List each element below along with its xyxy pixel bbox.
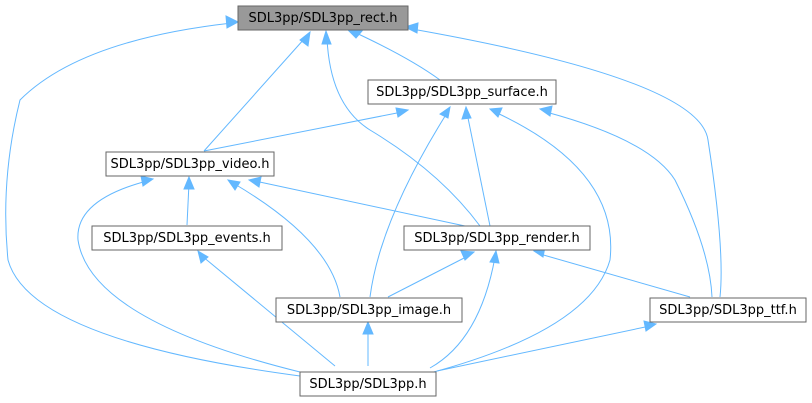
- edge-video-image: [226, 179, 341, 298]
- edges-layer: [5, 15, 722, 377]
- node-render-label: SDL3pp/SDL3pp_render.h: [414, 231, 580, 246]
- edge-rect-ttf: [403, 22, 722, 298]
- nodes-layer: SDL3pp/SDL3pp_rect.h SDL3pp/SDL3pp_surfa…: [91, 5, 807, 397]
- node-events[interactable]: SDL3pp/SDL3pp_events.h: [91, 225, 283, 251]
- node-video-label: SDL3pp/SDL3pp_video.h: [110, 157, 269, 172]
- edge-surface-main: [429, 107, 612, 374]
- node-image-label: SDL3pp/SDL3pp_image.h: [287, 303, 451, 318]
- edge-surface-image: [369, 105, 451, 298]
- node-surface[interactable]: SDL3pp/SDL3pp_surface.h: [367, 79, 557, 105]
- edge-image-main: [362, 320, 374, 366]
- edge-rect-main: [5, 15, 301, 377]
- node-video[interactable]: SDL3pp/SDL3pp_video.h: [105, 151, 275, 177]
- edge-ttf-main: [436, 320, 658, 372]
- node-ttf-label: SDL3pp/SDL3pp_ttf.h: [659, 303, 797, 318]
- node-render[interactable]: SDL3pp/SDL3pp_render.h: [403, 225, 591, 251]
- node-ttf[interactable]: SDL3pp/SDL3pp_ttf.h: [649, 297, 807, 323]
- node-main-label: SDL3pp/SDL3pp.h: [309, 377, 426, 392]
- edge-surface-ttf: [538, 105, 713, 298]
- edge-video-events: [183, 175, 195, 226]
- node-rect[interactable]: SDL3pp/SDL3pp_rect.h: [237, 5, 409, 31]
- node-main[interactable]: SDL3pp/SDL3pp.h: [299, 371, 437, 397]
- edge-render-main: [429, 249, 500, 369]
- edge-video-main: [77, 175, 301, 373]
- node-events-label: SDL3pp/SDL3pp_events.h: [103, 231, 271, 246]
- edge-video-render: [247, 176, 466, 227]
- edge-rect-video: [203, 30, 311, 152]
- edge-surface-render: [461, 105, 491, 227]
- node-image[interactable]: SDL3pp/SDL3pp_image.h: [275, 297, 463, 323]
- edge-rect-render: [321, 29, 481, 227]
- node-rect-label: SDL3pp/SDL3pp_rect.h: [248, 11, 397, 26]
- edge-rect-surface: [345, 28, 441, 81]
- edge-render-ttf: [532, 246, 691, 298]
- edge-render-image: [387, 250, 476, 298]
- edge-surface-video: [203, 107, 410, 152]
- edge-events-main: [197, 249, 336, 367]
- node-surface-label: SDL3pp/SDL3pp_surface.h: [376, 85, 548, 100]
